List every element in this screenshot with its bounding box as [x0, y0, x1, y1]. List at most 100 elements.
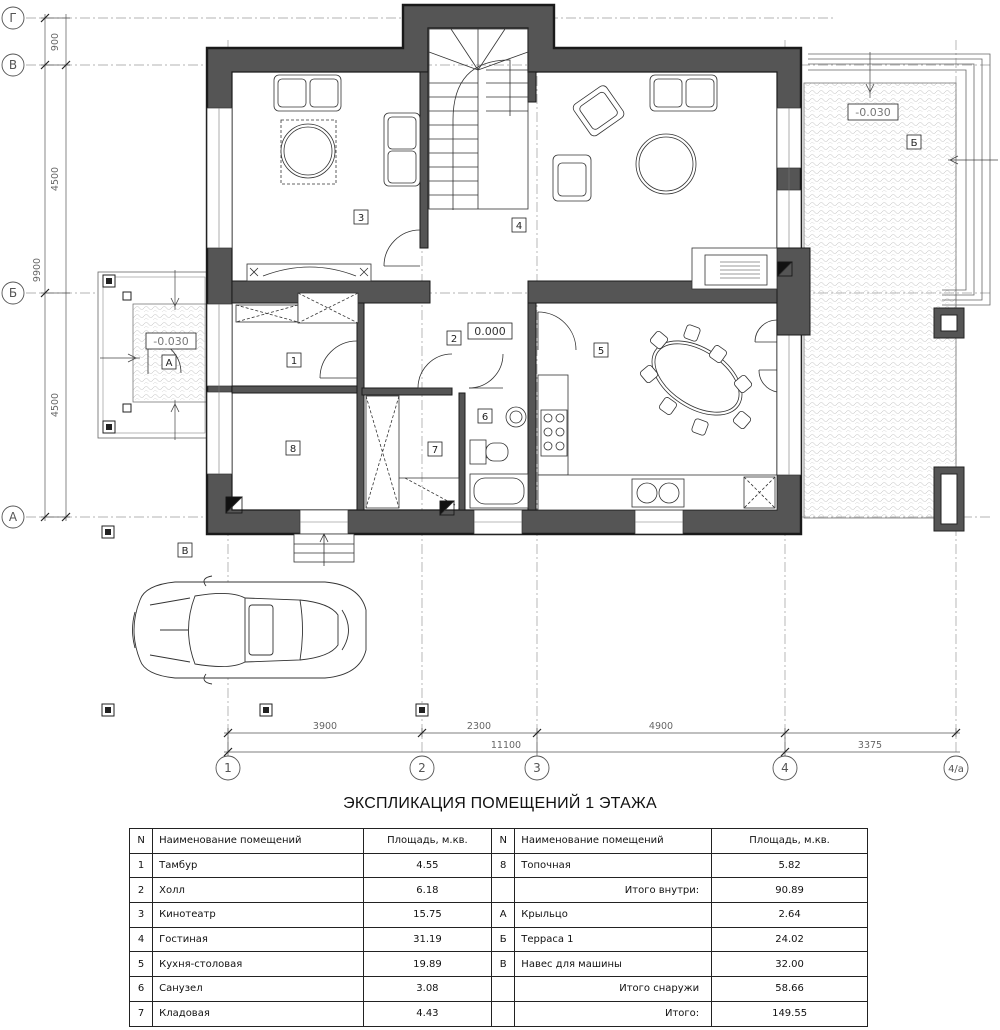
cell-n: 7: [128, 1000, 154, 1027]
cell-n: 3: [128, 902, 154, 928]
dim-bottom-4900: 4900: [649, 721, 673, 732]
cell-n: 4: [128, 926, 154, 953]
cell-n: [491, 877, 516, 904]
fixtures-kitchen: [537, 374, 778, 511]
stairs: [428, 28, 529, 210]
cell-area: 31.19: [362, 926, 493, 953]
room-tag-5: 5: [598, 346, 604, 357]
dimension-ticks: [40, 13, 961, 757]
cell-n: А: [491, 902, 516, 928]
cell-area: 15.75: [362, 902, 493, 928]
cell-area: 3.08: [362, 976, 493, 1002]
cell-n: 5: [128, 951, 154, 978]
axis-label-4a: 4/a: [948, 764, 964, 775]
table-header-row: N Наименование помещений Площадь, м.кв. …: [128, 828, 868, 854]
room-tag-1: 1: [291, 356, 297, 367]
table-row: 1 Тамбур 4.55 8 Топочная 5.82: [128, 852, 868, 879]
room-tag-boxes: [161, 134, 922, 558]
cell-n: 6: [128, 976, 154, 1002]
cell-name: Гостиная: [152, 926, 364, 953]
cell-n: Б: [491, 926, 516, 953]
cell-name: Навес для машины: [514, 951, 713, 978]
cell-n: [491, 1000, 516, 1027]
room-tag-b: Б: [911, 138, 918, 149]
carport-posts: [101, 525, 429, 717]
level-mark-boxes: [145, 103, 899, 350]
header-name-left: Наименование помещений: [152, 828, 364, 854]
dim-bottom-11100: 11100: [491, 740, 521, 751]
axis-label-b: Б: [9, 286, 17, 300]
cell-area: 5.82: [711, 852, 868, 879]
cell-area: 58.66: [711, 976, 868, 1002]
header-area-left: Площадь, м.кв.: [362, 828, 493, 854]
axis-label-3: 3: [533, 761, 541, 775]
terrace: [803, 52, 998, 532]
furniture-living: [552, 74, 778, 290]
cell-name: Кухня-столовая: [152, 951, 364, 978]
explication-table: N Наименование помещений Площадь, м.кв. …: [128, 828, 868, 1027]
cell-n: В: [491, 951, 516, 978]
level-terrace: -0.030: [855, 106, 890, 119]
cell-area: 24.02: [711, 926, 868, 953]
explication-title: ЭКСПЛИКАЦИЯ ПОМЕЩЕНИЙ 1 ЭТАЖА: [343, 795, 657, 812]
header-n-left: N: [128, 828, 154, 854]
floor-plan-drawing: 900 4500 9900 4500 3900 2300 4900 3375 1…: [1, 3, 998, 781]
doors: [147, 229, 778, 393]
axis-label-2: 2: [418, 761, 426, 775]
axis-bubbles: [1, 6, 969, 781]
cell-area: 2.64: [711, 902, 868, 928]
cell-name: Крыльцо: [514, 902, 713, 928]
table-row: 3 Кинотеатр 15.75 А Крыльцо 2.64: [128, 902, 868, 928]
cell-subtotal-label: Итого снаружи: [514, 976, 713, 1002]
cell-area: 6.18: [362, 877, 493, 904]
cell-name: Кинотеатр: [152, 902, 364, 928]
cell-total-label: Итого:: [514, 1000, 713, 1027]
dining-set: [639, 324, 753, 436]
cell-area: 90.89: [711, 877, 868, 904]
room-tag-4: 4: [516, 221, 522, 232]
axis-label-v: В: [9, 58, 17, 72]
header-n-right: N: [491, 828, 516, 854]
cell-name: Тамбур: [152, 852, 364, 879]
table-row: 5 Кухня-столовая 19.89 В Навес для машин…: [128, 951, 868, 978]
room-tag-a: А: [166, 358, 173, 369]
level-porch: -0.030: [153, 335, 188, 348]
cell-n: [491, 976, 516, 1002]
header-name-right: Наименование помещений: [514, 828, 713, 854]
axis-label-g: Г: [9, 11, 16, 25]
cell-subtotal-label: Итого внутри:: [514, 877, 713, 904]
room-tag-v: В: [182, 546, 189, 557]
dim-left-4500-bottom: 4500: [50, 393, 61, 417]
fixtures-bathroom: [469, 406, 529, 509]
cell-name: Топочная: [514, 852, 713, 879]
cell-area: 19.89: [362, 951, 493, 978]
axis-label-a: А: [9, 510, 18, 524]
cell-name: Кладовая: [152, 1000, 364, 1027]
cell-name: Санузел: [152, 976, 364, 1002]
dim-bottom-2300: 2300: [467, 721, 491, 732]
cell-area: 32.00: [711, 951, 868, 978]
car: [132, 575, 367, 685]
room-tag-3: 3: [358, 213, 364, 224]
header-area-right: Площадь, м.кв.: [711, 828, 868, 854]
room-tag-2: 2: [451, 334, 457, 345]
cell-n: 1: [128, 852, 154, 879]
table-row: 4 Гостиная 31.19 Б Терраса 1 24.02: [128, 926, 868, 953]
dim-bottom-3375: 3375: [858, 740, 882, 751]
dim-bottom-3900: 3900: [313, 721, 337, 732]
axis-label-4: 4: [781, 761, 789, 775]
cell-area: 4.55: [362, 852, 493, 879]
table-row: 6 Санузел 3.08 Итого снаружи 58.66: [128, 976, 868, 1002]
cell-area: 149.55: [711, 1000, 868, 1027]
porch: [97, 270, 211, 440]
cell-name: Терраса 1: [514, 926, 713, 953]
room-tag-7: 7: [432, 445, 438, 456]
table-row: 2 Холл 6.18 Итого внутри: 90.89: [128, 877, 868, 904]
room-tag-8: 8: [290, 444, 296, 455]
cell-n: 2: [128, 877, 154, 904]
cell-name: Холл: [152, 877, 364, 904]
furniture-cinema: [246, 74, 421, 282]
dim-left-9900: 9900: [32, 258, 43, 282]
dim-left-4500-top: 4500: [50, 167, 61, 191]
